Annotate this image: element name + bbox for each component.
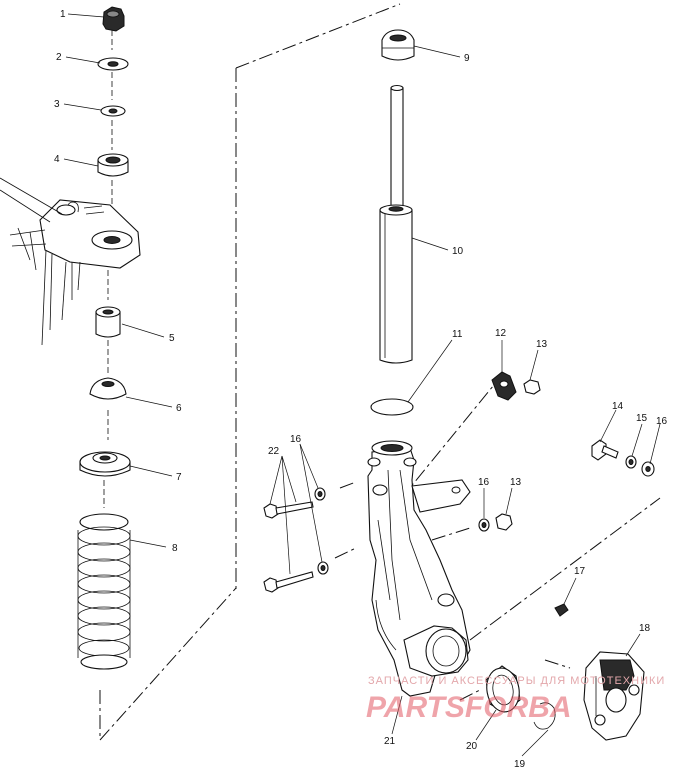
- spacer-part-5: [95, 306, 121, 338]
- washer-part-16-right: [641, 461, 655, 477]
- shock-absorber-part-10: [379, 84, 413, 364]
- washer-part-16-lower-left: [317, 561, 329, 575]
- nut-part-13-lower: [495, 513, 513, 531]
- callout-leaders: [63, 13, 661, 757]
- washer-part-16-upper-left: [314, 487, 326, 501]
- left-stack-axis: [103, 30, 113, 508]
- brake-caliper-part-18: [583, 651, 645, 741]
- callout-21: 21: [384, 736, 396, 747]
- callout-16-left: 16: [290, 434, 302, 445]
- callout-3: 3: [54, 99, 60, 110]
- callout-16-middle: 16: [478, 477, 490, 488]
- snap-ring-part-19: [533, 702, 556, 730]
- callout-6: 6: [176, 403, 182, 414]
- assembly-boundary-lines: [99, 3, 661, 741]
- callout-numbers: 1 2 3 4 5 6 7 8 9 10 11 12 13 14 15 16 1…: [54, 9, 668, 768]
- seal-ring-part-11: [370, 398, 414, 416]
- nut-part-1: [102, 6, 125, 32]
- bolt-part-14: [591, 439, 619, 461]
- spring-seat-part-7: [79, 451, 131, 477]
- callout-19: 19: [514, 759, 526, 768]
- bump-stop-part-9: [381, 29, 415, 61]
- callout-18: 18: [639, 623, 651, 634]
- watermark-tagline: ЗАПЧАСТИ И АКСЕССУАРЫ ДЛЯ МОТОТЕХНИКИ: [368, 675, 665, 687]
- bolt-part-22-lower: [263, 571, 314, 593]
- callout-1: 1: [60, 9, 66, 20]
- callout-13-lower: 13: [510, 477, 522, 488]
- callout-16-right: 16: [656, 416, 668, 427]
- callout-12: 12: [495, 328, 507, 339]
- callout-7: 7: [176, 472, 182, 483]
- clamp-part-12: [491, 371, 517, 401]
- callout-14: 14: [612, 401, 624, 412]
- callout-15: 15: [636, 413, 648, 424]
- strut-spindle-housing-part-21: [367, 440, 471, 697]
- grease-fitting-part-17: [554, 603, 569, 617]
- spring-cup-part-6: [89, 377, 127, 400]
- washer-part-15: [625, 455, 637, 469]
- callout-17: 17: [574, 566, 586, 577]
- callout-8: 8: [172, 543, 178, 554]
- upper-mount-frame-bracket: [0, 177, 141, 346]
- callout-22: 22: [268, 446, 280, 457]
- washer-part-2: [97, 57, 129, 71]
- callout-5: 5: [169, 333, 175, 344]
- bolt-part-22-upper: [263, 501, 314, 519]
- callout-4: 4: [54, 154, 60, 165]
- nut-part-13-upper: [523, 379, 541, 395]
- washer-part-3: [100, 105, 126, 117]
- watermark: ЗАПЧАСТИ И АКСЕССУАРЫ ДЛЯ МОТОТЕХНИКИ PA…: [366, 675, 665, 724]
- watermark-brand: PARTSFORBA: [366, 691, 572, 724]
- callout-13-upper: 13: [536, 339, 548, 350]
- bearing-part-20: [485, 665, 521, 713]
- callout-20: 20: [466, 741, 478, 752]
- callout-10: 10: [452, 246, 464, 257]
- coil-spring-part-8: [77, 513, 131, 670]
- bushing-part-4: [97, 153, 129, 177]
- callout-2: 2: [56, 52, 62, 63]
- callout-9: 9: [464, 53, 470, 64]
- washer-part-16-middle: [478, 518, 490, 532]
- callout-11: 11: [452, 329, 463, 340]
